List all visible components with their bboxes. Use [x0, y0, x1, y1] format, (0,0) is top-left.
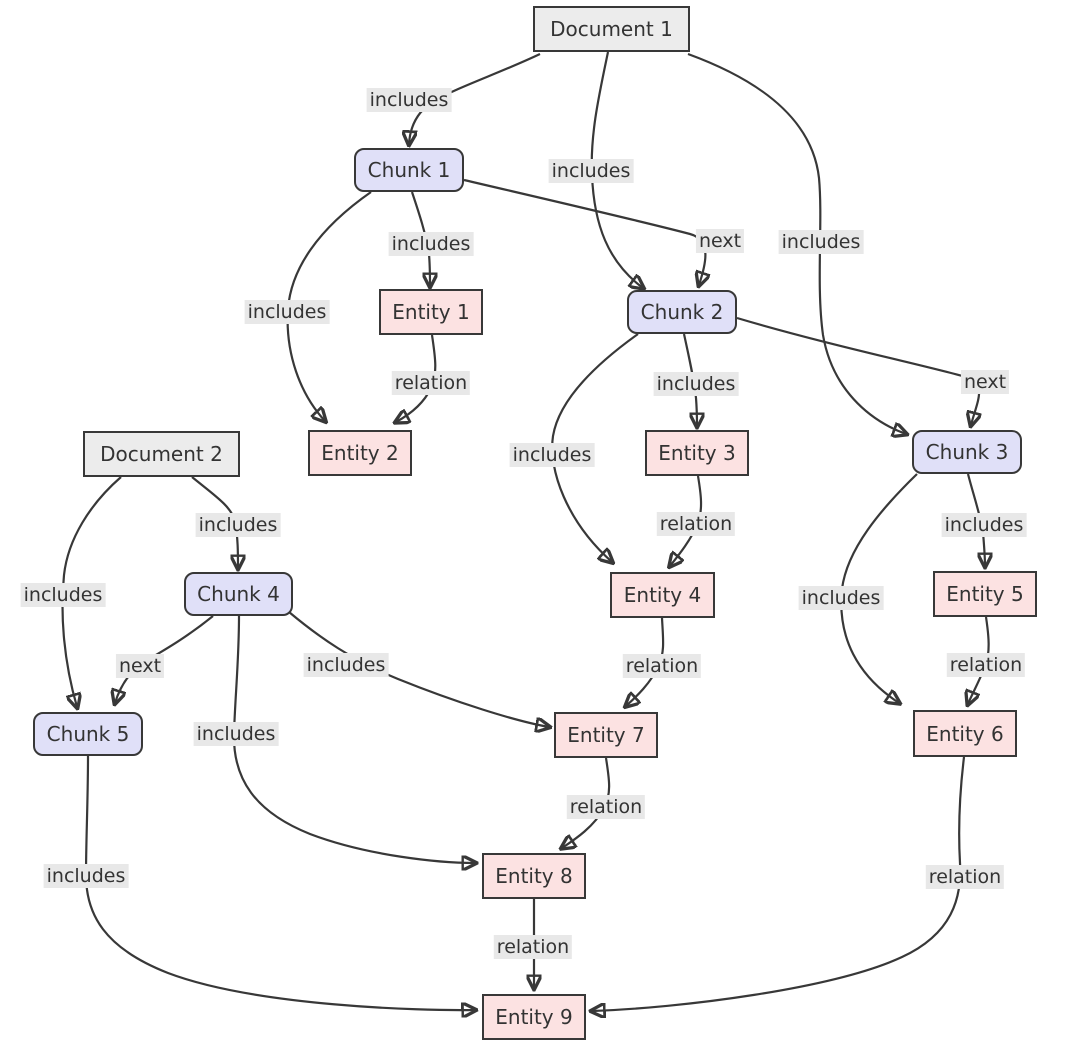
node-chunk-3: Chunk 3 — [912, 430, 1022, 474]
edge-e6-e9 — [592, 756, 966, 1011]
node-chunk-4: Chunk 4 — [184, 572, 293, 616]
edge-c2-e4 — [551, 333, 639, 562]
edge-label-e4-e7: relation — [622, 654, 702, 678]
node-entity-9: Entity 9 — [482, 994, 586, 1040]
node-chunk-2: Chunk 2 — [627, 290, 737, 334]
edge-label-c2-e3: includes — [653, 372, 739, 396]
node-document-2: Document 2 — [83, 431, 240, 477]
edge-label-d1-c2: includes — [548, 159, 634, 183]
edge-label-e5-e6: relation — [946, 653, 1026, 677]
edge-d2-c5 — [61, 476, 122, 707]
edge-label-c1-e1: includes — [388, 232, 474, 256]
edge-label-c1-c2: next — [695, 229, 745, 253]
edge-label-c3-e6: includes — [798, 586, 884, 610]
edge-label-c2-e4: includes — [509, 443, 595, 467]
edge-c2-c3 — [736, 316, 979, 425]
edge-label-e1-e2: relation — [391, 371, 471, 395]
edge-label-c5-e9: includes — [43, 864, 129, 888]
node-entity-4: Entity 4 — [610, 572, 715, 618]
edge-label-e8-e9: relation — [493, 935, 573, 959]
edge-label-c4-e8: includes — [193, 722, 279, 746]
node-entity-1: Entity 1 — [379, 289, 483, 335]
edge-c4-e8 — [232, 615, 475, 863]
node-entity-7: Entity 7 — [554, 712, 658, 758]
edge-c1-c2 — [463, 178, 705, 285]
edge-label-c4-e7: includes — [303, 653, 389, 677]
edge-c5-e9 — [84, 755, 475, 1010]
edge-label-c4-c5: next — [115, 654, 165, 678]
edge-c4-e7 — [288, 611, 549, 727]
node-chunk-1: Chunk 1 — [354, 148, 464, 192]
edge-label-c2-c3: next — [960, 370, 1010, 394]
node-chunk-5: Chunk 5 — [33, 712, 143, 756]
node-entity-6: Entity 6 — [913, 710, 1017, 757]
edge-label-d1-c1: includes — [366, 88, 452, 112]
edge-label-d2-c4: includes — [195, 513, 281, 537]
edge-label-c3-e5: includes — [941, 513, 1027, 537]
node-document-1: Document 1 — [533, 6, 690, 52]
node-entity-8: Entity 8 — [482, 853, 586, 899]
edge-label-c1-e2: includes — [244, 300, 330, 324]
edge-label-d2-c5: includes — [20, 583, 106, 607]
edge-c2-e3 — [682, 333, 697, 426]
edge-label-e7-e8: relation — [566, 795, 646, 819]
edge-label-e6-e9: relation — [925, 865, 1005, 889]
edge-label-d1-c3: includes — [778, 230, 864, 254]
node-entity-2: Entity 2 — [308, 430, 412, 476]
node-entity-5: Entity 5 — [933, 571, 1037, 617]
edge-label-e3-e4: relation — [656, 512, 736, 536]
node-entity-3: Entity 3 — [645, 430, 749, 476]
